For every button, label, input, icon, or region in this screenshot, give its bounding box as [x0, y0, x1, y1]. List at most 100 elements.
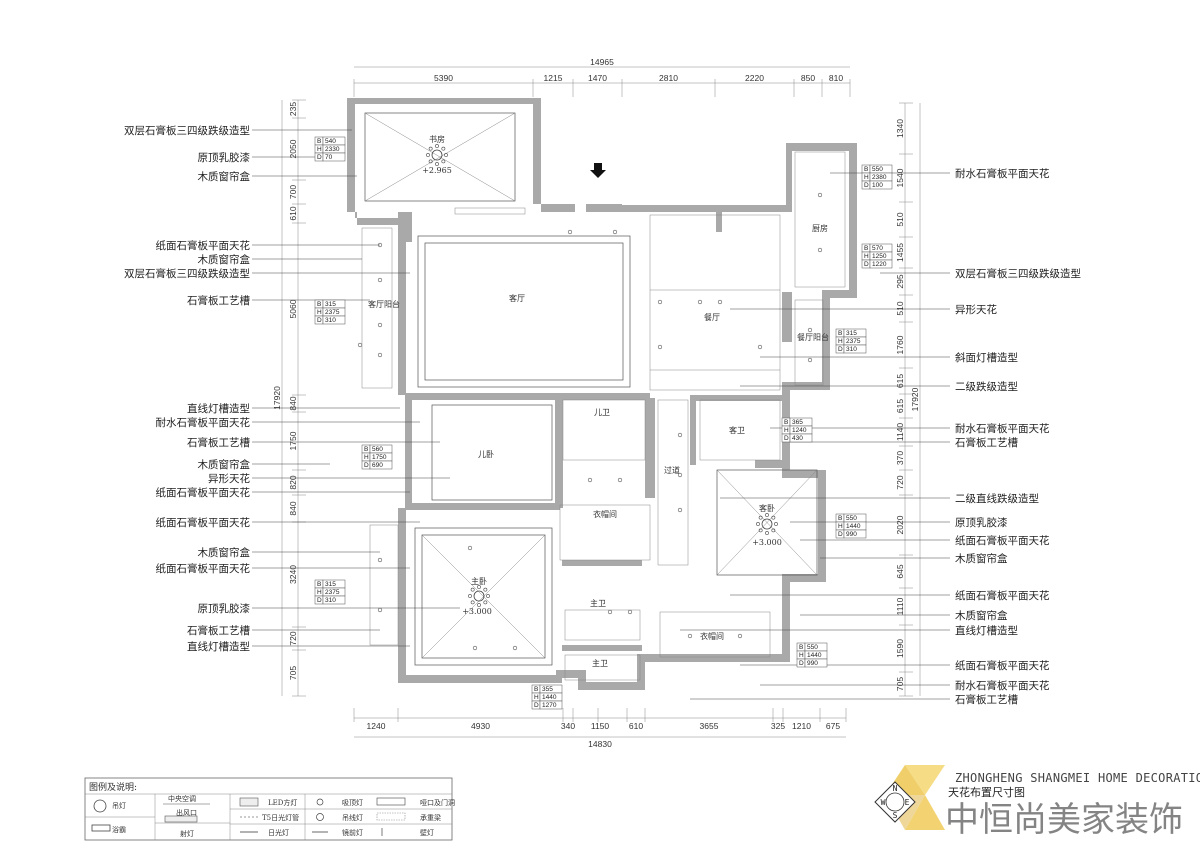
- dimension-label: 510: [895, 301, 905, 315]
- dimension-label: 1110: [895, 597, 905, 615]
- dimension-label: 2810: [659, 73, 678, 83]
- dimension-label: 615: [895, 399, 905, 413]
- material-label: 直线灯槽造型: [955, 624, 1018, 637]
- material-label: 纸面石膏板平面天花: [955, 659, 1050, 672]
- legend-item-label: 吸顶灯: [342, 798, 363, 807]
- dimension-label: 675: [826, 721, 840, 731]
- room-label: 客卧: [759, 503, 775, 513]
- dimension-label: 615: [895, 374, 905, 388]
- chandelier-icon: [473, 590, 485, 602]
- chandelier-bulb: [483, 600, 488, 605]
- spec-key: B: [864, 166, 868, 173]
- dimension-label: 370: [895, 451, 905, 465]
- compass-letter: N: [893, 784, 898, 793]
- material-label: 石膏板工艺槽: [187, 294, 250, 307]
- room-label: 过道: [664, 465, 680, 475]
- dimension-label: 810: [829, 73, 843, 83]
- downlight-icon: [757, 344, 763, 350]
- spec-cell: [869, 180, 893, 190]
- room-label: 主卫: [590, 598, 606, 608]
- dimension-label: 1540: [895, 168, 905, 187]
- spec-key: B: [317, 301, 321, 308]
- spec-value: 2380: [872, 174, 887, 181]
- downlight-icon: [587, 477, 593, 483]
- material-labels: 双层石膏板三四级跌级造型原顶乳胶漆木质窗帘盒纸面石膏板平面天花木质窗帘盒双层石膏…: [124, 124, 1081, 706]
- room-label: 儿卧: [478, 450, 494, 459]
- dimension-label: 840: [288, 396, 298, 410]
- spec-cell: [843, 529, 867, 539]
- downlight-icon: [737, 633, 743, 639]
- spec-value: 1240: [792, 427, 807, 434]
- material-label: 纸面石膏板平面天花: [156, 562, 251, 575]
- material-label: 耐水石膏板平面天花: [955, 679, 1050, 692]
- spec-value: 430: [792, 435, 803, 442]
- downlight-icon: [657, 299, 663, 305]
- material-label: 纸面石膏板平面天花: [156, 239, 251, 252]
- spec-key: B: [317, 581, 321, 588]
- material-label: 石膏板工艺槽: [955, 693, 1018, 706]
- spec-value: 560: [372, 446, 383, 453]
- downlight-icon: [677, 472, 683, 478]
- room-label: 儿卫: [594, 408, 610, 417]
- spec-value: 2375: [325, 309, 340, 316]
- dimension-label: 1340: [895, 119, 905, 138]
- legend-item-label: 壁灯: [420, 828, 434, 837]
- spec-key: B: [799, 644, 803, 651]
- spec-key: B: [864, 245, 868, 252]
- spec-value: 1440: [542, 694, 557, 701]
- chandelier-bulb: [441, 159, 446, 164]
- material-label: 二级跌级造型: [955, 380, 1018, 393]
- dimension-label: 4930: [471, 721, 490, 731]
- interior-wall: [562, 560, 642, 566]
- spec-key: B: [364, 446, 368, 453]
- legend-item-label: 哑口及门洞: [420, 798, 455, 807]
- company-name-chinese: 中恒尚美家装饰: [945, 800, 1183, 840]
- downlight-icon: [377, 557, 383, 563]
- spec-cell: [322, 315, 346, 325]
- chandelier-bulb: [758, 528, 763, 533]
- spec-value: 70: [325, 154, 333, 161]
- dimension-label: 1140: [895, 423, 905, 442]
- downlight-icon: [817, 192, 823, 198]
- compass-letter: E: [905, 798, 910, 807]
- spec-value: 355: [542, 686, 553, 693]
- dimension-label: 820: [288, 475, 298, 489]
- spec-value: 365: [792, 419, 803, 426]
- dimension-label: 1470: [588, 73, 607, 83]
- ceiling-outlines: [361, 112, 846, 681]
- material-label: 耐水石膏板平面天花: [156, 416, 251, 429]
- chandelier-icon: [431, 149, 443, 161]
- material-label: 原顶乳胶漆: [198, 151, 251, 164]
- room-label: 客卫: [729, 425, 745, 435]
- dimension-label: 3240: [288, 565, 298, 584]
- spec-value: 2375: [325, 589, 340, 596]
- downlight-icon: [377, 322, 383, 328]
- legend-item-label: 日光灯: [268, 828, 289, 837]
- material-label: 原顶乳胶漆: [198, 602, 251, 615]
- spec-value: 540: [325, 138, 336, 145]
- spec-key: B: [534, 686, 538, 693]
- downlight-icon: [377, 277, 383, 283]
- interior-wall: [562, 645, 642, 651]
- material-label: 异形天花: [208, 472, 250, 485]
- spec-key: D: [317, 154, 322, 161]
- dimension-label: 700: [288, 185, 298, 199]
- material-label: 木质窗帘盒: [198, 458, 251, 471]
- room-label: 主卫: [592, 658, 608, 668]
- material-label: 木质窗帘盒: [198, 253, 251, 266]
- chandelier-bulb: [441, 146, 446, 151]
- downlight-icon: [687, 633, 693, 639]
- spec-value: 690: [372, 462, 383, 469]
- spec-value: 1750: [372, 454, 387, 461]
- spec-key: H: [838, 338, 843, 345]
- chandelier-bulb: [444, 153, 448, 157]
- spec-key: D: [317, 317, 322, 324]
- room-label: 衣帽间: [593, 509, 617, 519]
- downlight-icon: [657, 344, 663, 350]
- spec-value: 1440: [846, 523, 861, 530]
